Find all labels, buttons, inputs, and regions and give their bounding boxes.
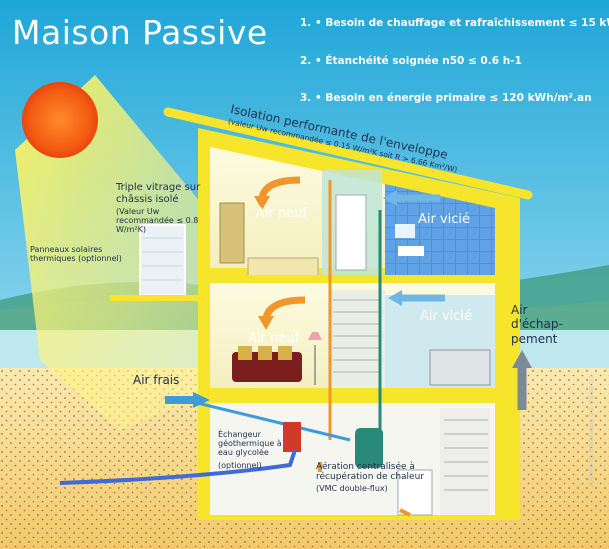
- room-label-air-vicie-mid: Air vicié: [420, 309, 473, 324]
- air-frais-label: Air frais: [133, 373, 180, 387]
- sun-beam: [15, 75, 240, 430]
- ventilation-title: Aération centralisée à récupération de c…: [316, 462, 424, 483]
- criterion-airtightness: 2. • Étanchéité soignée n50 ≤ 0.6 h-1: [300, 55, 522, 67]
- air-exhaust-label: Air d'échap-pement: [511, 303, 563, 346]
- exchanger-detail: (optionnel): [218, 461, 262, 470]
- bed: [247, 257, 319, 277]
- credits: CC BY-SA 3.0 Wikimedia Commons: [587, 375, 595, 488]
- solar-panels-label: Panneaux solaires thermiques (optionnel): [30, 245, 122, 264]
- room-label-air-vicie-top: Air vicié: [418, 212, 471, 227]
- glazing-detail: (Valeur Uw recommandée ≤ 0.8 W/m²K): [116, 207, 199, 235]
- geothermal-pipe: [59, 449, 297, 485]
- heat-exchanger: [283, 422, 301, 452]
- glazing-title: Triple vitrage sur châssis isolé: [116, 182, 201, 205]
- solar-panel: [139, 224, 186, 296]
- room-label-air-neuf-top: Air neuf: [256, 206, 308, 221]
- ventilation-unit: [355, 428, 383, 468]
- page-title: Maison Passive: [12, 13, 268, 52]
- credits-text: CC BY-SA 3.0 Wikimedia Commons: [587, 375, 595, 488]
- exchanger-title: Échangeur géothermique à eau glycolée: [218, 430, 282, 458]
- ventilation-detail: (VMC double-flux): [316, 484, 388, 493]
- supply-air-arrow-mid: [262, 296, 306, 320]
- supply-air-arrow-top: [258, 176, 301, 199]
- sun-icon: [22, 82, 98, 158]
- criterion-primary-energy: 3. • Besoin en énergie primaire ≤ 120 kW…: [300, 92, 592, 104]
- room-label-air-neuf-mid: Air neuf: [248, 331, 300, 346]
- kitchen: [429, 349, 491, 386]
- criterion-heating: 1. • Besoin de chauffage et rafraîchisse…: [300, 17, 609, 29]
